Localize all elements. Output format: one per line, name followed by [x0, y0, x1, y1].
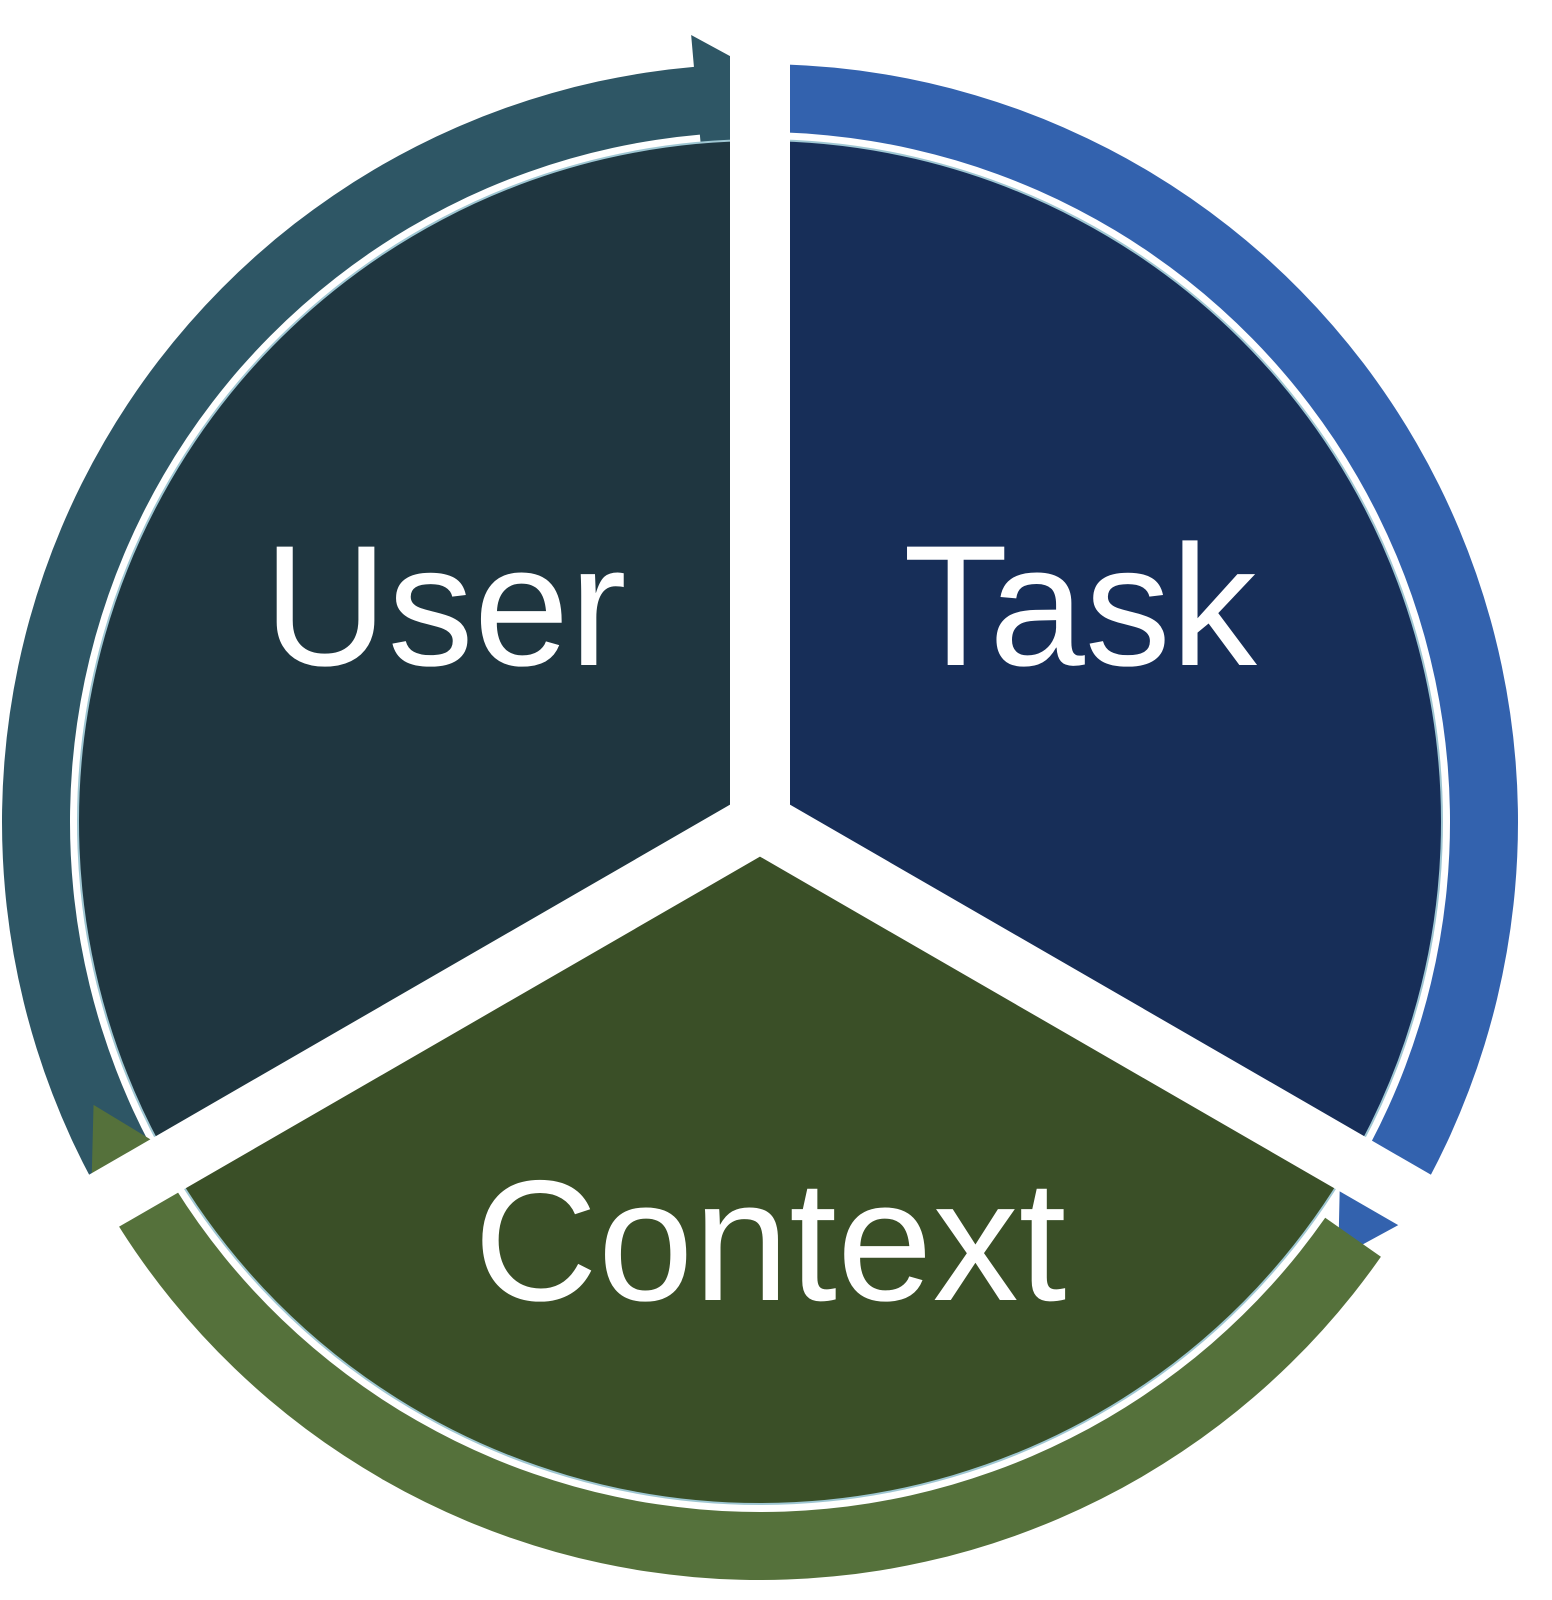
slice-dividers	[53, 24, 1467, 1247]
task-cycle-arrow	[784, 64, 1518, 1258]
context-label: Context	[474, 1145, 1067, 1337]
context-cycle-arrow	[90, 1104, 1381, 1580]
slice-divider	[53, 796, 776, 1247]
slice-divider	[744, 796, 1467, 1247]
task-label: Task	[903, 510, 1258, 702]
cycle-arrows	[1, 35, 1518, 1580]
user-label: User	[263, 510, 626, 702]
user-cycle-arrow	[1, 35, 811, 1224]
